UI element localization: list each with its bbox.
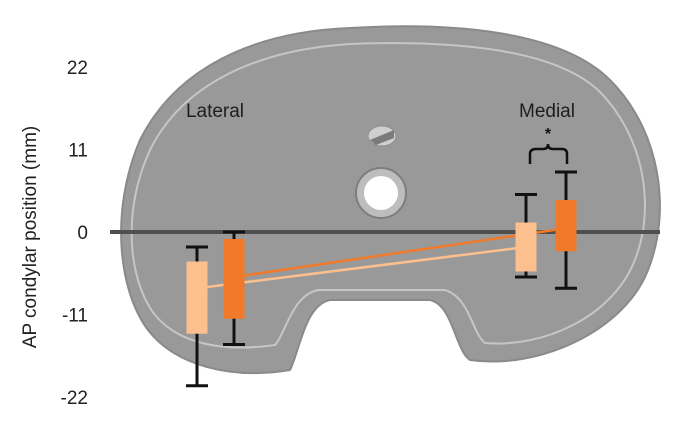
box-iqr [515, 222, 537, 272]
y-tick-label: 0 [77, 223, 88, 244]
y-tick-label: -11 [62, 306, 88, 327]
box-lateral [186, 245, 208, 388]
significance-marker: * [545, 126, 552, 143]
box-plots [186, 170, 577, 388]
y-axis-label: AP condylar position (mm) [20, 126, 41, 348]
significance-bracket: * [528, 126, 569, 164]
category-label-lateral: Lateral [186, 101, 244, 122]
y-tick-label: 22 [67, 58, 88, 79]
category-label-medial: Medial [519, 101, 575, 122]
box-medial [515, 193, 537, 279]
y-axis: 22 11 0 -11 -22 [61, 58, 88, 409]
box-medial [555, 170, 577, 290]
y-tick-label: 11 [68, 141, 88, 162]
box-iqr [223, 239, 245, 319]
box-iqr [555, 200, 577, 252]
tibial-insert-illustration [120, 25, 661, 374]
y-tick-label: -22 [61, 388, 88, 409]
peg-hole [364, 176, 398, 210]
bracket-shape [528, 143, 569, 164]
median-connector-line [196, 245, 527, 290]
box-lateral [223, 230, 245, 346]
screw-mark-shade [370, 130, 394, 145]
box-iqr [186, 261, 208, 334]
median-connectors [196, 227, 567, 290]
insert-inner-rim [130, 42, 646, 349]
median-connector-line [233, 227, 567, 279]
